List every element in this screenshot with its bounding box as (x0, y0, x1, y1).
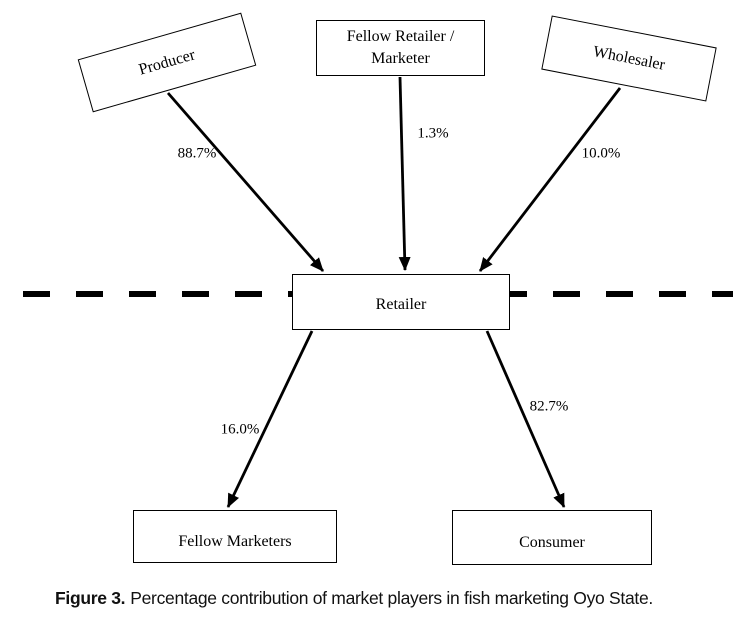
node-consumer: Consumer (452, 510, 652, 565)
arrow-producer-to-retailer (166, 92, 325, 272)
node-fellow-retailer-marketer-label-line1: Fellow Retailer / (346, 28, 455, 46)
edge-label-retailer-to-consumer: 82.7% (529, 398, 569, 415)
node-wholesaler-label: Wholesaler (591, 42, 667, 74)
node-fellow-marketers: Fellow Marketers (133, 510, 337, 563)
node-consumer-label: Consumer (519, 533, 585, 551)
arrow-retailer-to-fellow-marketers (226, 330, 314, 508)
node-retailer: Retailer (292, 274, 510, 330)
figure-caption: Figure 3.Percentage contribution of mark… (55, 588, 725, 609)
node-retailer-label: Retailer (375, 296, 427, 314)
edge-label-fellow-retailer-to-retailer: 1.3% (417, 125, 449, 142)
node-fellow-retailer-marketer-label: Fellow Retailer / Marketer (347, 26, 455, 69)
arrow-retailer-to-consumer (485, 330, 566, 508)
node-fellow-marketers-label: Fellow Marketers (178, 532, 292, 550)
node-fellow-retailer-marketer-label-line2: Marketer (371, 50, 430, 67)
edge-label-producer-to-retailer: 88.7% (177, 145, 217, 162)
figure-caption-text: Percentage contribution of market player… (130, 588, 653, 608)
figure-caption-number: Figure 3. (55, 588, 126, 608)
arrow-fellow-retailer-to-retailer (398, 76, 411, 271)
node-fellow-retailer-marketer: Fellow Retailer / Marketer (316, 20, 485, 76)
arrow-wholesaler-to-retailer (478, 87, 622, 272)
edge-label-retailer-to-fellow-marketers: 16.0% (220, 421, 260, 438)
node-producer-label: Producer (136, 46, 198, 79)
edge-label-wholesaler-to-retailer: 10.0% (581, 145, 621, 162)
